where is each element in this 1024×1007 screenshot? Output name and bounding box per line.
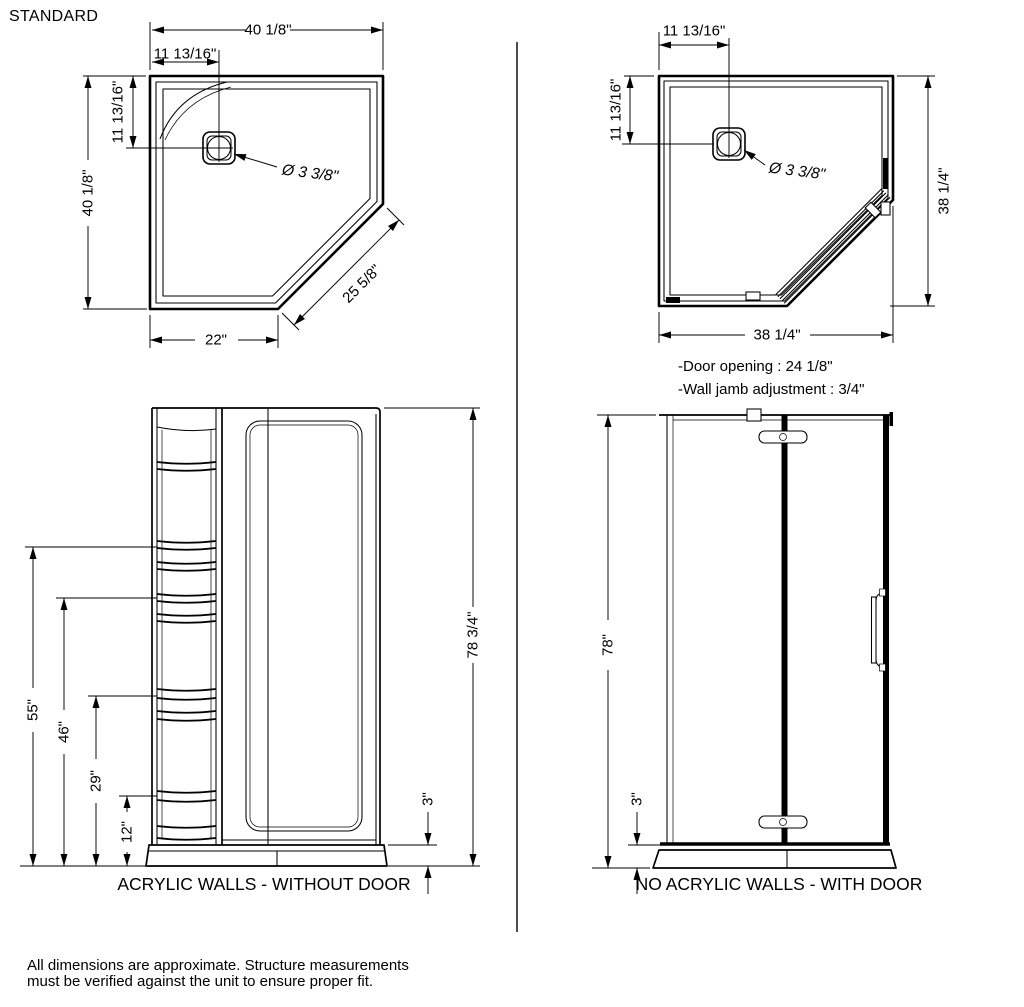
dim-shelf-12: 12" bbox=[119, 821, 136, 843]
shelf-band-line bbox=[156, 790, 217, 803]
dim-shelf-29: 29" bbox=[88, 770, 105, 792]
base-pedestal bbox=[652, 849, 897, 869]
shelf-band-line bbox=[156, 825, 217, 841]
dim-shelf-46: 46" bbox=[56, 721, 73, 743]
dim-line bbox=[293, 219, 400, 326]
panel-inner-outline bbox=[245, 420, 363, 832]
corner-curve bbox=[159, 81, 228, 140]
dim-total-height: 78 3/4" bbox=[465, 611, 482, 658]
bottom-support-bracket bbox=[758, 815, 808, 829]
corner-curve-inner bbox=[164, 86, 232, 141]
dim-bottom-width: 38 1/4" bbox=[753, 327, 800, 344]
shelf-band-line bbox=[156, 461, 217, 472]
drain-leader-line bbox=[743, 149, 766, 166]
base-rim-line bbox=[155, 81, 378, 304]
elevation-left-dimensions bbox=[20, 407, 480, 894]
door-frame-right bbox=[883, 415, 889, 845]
elevation-acrylic-walls: 55" 46" 29" 12" 3" 78 3/4" ACRYLIC WALLS… bbox=[20, 407, 482, 894]
top-support-bracket bbox=[758, 430, 808, 444]
extension-line bbox=[386, 207, 405, 226]
wall-jamb-top bbox=[889, 412, 893, 426]
note-wall-jamb: -Wall jamb adjustment : 3/4" bbox=[678, 381, 865, 398]
plan-view-base-with-door: 11 13/16" 11 13/16" 38 1/4" 38 1/4" Ø 3 … bbox=[608, 23, 953, 399]
bracket-screw bbox=[779, 433, 787, 441]
dim-drain-offset-y: 11 13/16" bbox=[608, 79, 625, 142]
base-outline bbox=[657, 74, 895, 308]
wall-outer-outline bbox=[152, 407, 381, 845]
drain-leader-line bbox=[233, 153, 278, 168]
footnote-line1: All dimensions are approximate. Structur… bbox=[27, 957, 409, 974]
plan-left-dimensions bbox=[83, 22, 405, 348]
extension-line bbox=[281, 312, 300, 331]
dim-left-height: 40 1/8" bbox=[80, 169, 97, 216]
door-handle bbox=[870, 596, 877, 664]
bottom-jamb-black bbox=[666, 297, 680, 303]
dim-total-height: 78" bbox=[600, 634, 617, 656]
door-mullion bbox=[781, 415, 788, 845]
dim-drain-offset-x: 11 13/16" bbox=[154, 46, 217, 63]
base-floor-line bbox=[162, 88, 371, 297]
hinge-bracket bbox=[864, 201, 882, 219]
bracket-screw bbox=[779, 818, 787, 826]
shelf-band-line bbox=[156, 593, 217, 604]
elevation-glass-door: 78" 3" NO ACRYLIC WALLS - WITH DOOR bbox=[592, 408, 923, 894]
footnote-line2: must be verified against the unit to ens… bbox=[27, 973, 373, 990]
elevation-right-caption: NO ACRYLIC WALLS - WITH DOOR bbox=[636, 874, 923, 894]
base-rim-line bbox=[663, 80, 889, 302]
elevation-right-dimensions bbox=[592, 414, 660, 894]
note-door-opening: -Door opening : 24 1/8" bbox=[678, 358, 833, 375]
handle-plate bbox=[879, 588, 886, 597]
dim-base-height: 3" bbox=[629, 792, 646, 806]
top-clamp bbox=[746, 408, 762, 422]
page-title: STANDARD bbox=[9, 8, 98, 25]
drain-diameter-label: Ø 3 3/8" bbox=[280, 161, 340, 185]
wall-jamb-black bbox=[883, 158, 889, 189]
base-pedestal bbox=[145, 844, 388, 867]
base-floor-line bbox=[669, 86, 883, 296]
dim-base-height: 3" bbox=[420, 792, 437, 806]
dim-diagonal: 25 5/8" bbox=[339, 261, 384, 306]
jamb-bracket bbox=[880, 201, 891, 216]
dim-bottom-width: 22" bbox=[205, 332, 227, 349]
shelf-band-line bbox=[156, 540, 217, 551]
shelf-cap-line bbox=[156, 426, 217, 432]
panel-inner-outline2 bbox=[249, 424, 359, 828]
shelf-band-line bbox=[156, 688, 217, 701]
shelf-band-line bbox=[156, 613, 217, 624]
elevation-left-caption: ACRYLIC WALLS - WITHOUT DOOR bbox=[117, 874, 410, 894]
handle-plate bbox=[879, 663, 886, 672]
dim-drain-offset-y: 11 13/16" bbox=[110, 81, 127, 144]
base-outline bbox=[148, 74, 385, 311]
dim-top-width: 40 1/8" bbox=[244, 22, 291, 39]
door-stop-bracket bbox=[745, 291, 761, 301]
plan-view-base-without-door: 40 1/8" 11 13/16" 11 13/16" 40 1/8" 22" … bbox=[80, 22, 405, 349]
shelf-band-line bbox=[156, 710, 217, 722]
shelf-band-line bbox=[156, 561, 217, 572]
dim-drain-offset-x: 11 13/16" bbox=[663, 23, 726, 40]
footnote: All dimensions are approximate. Structur… bbox=[27, 957, 409, 990]
dim-right-height: 38 1/4" bbox=[936, 167, 953, 214]
dim-shelf-55: 55" bbox=[25, 699, 42, 721]
drain-diameter-label: Ø 3 3/8" bbox=[767, 159, 827, 183]
plan-right-dimensions bbox=[622, 32, 935, 343]
shelf-bands bbox=[156, 461, 217, 841]
